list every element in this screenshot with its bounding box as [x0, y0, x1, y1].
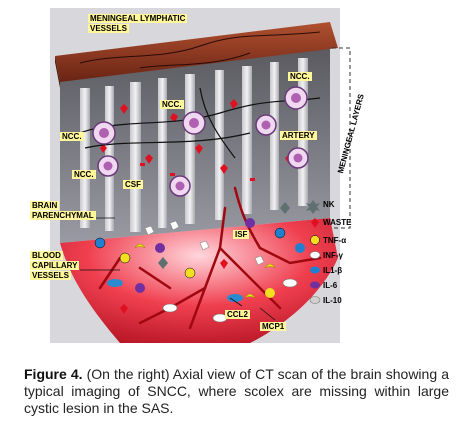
label-ccl2: CCL2 [225, 310, 250, 319]
label-ncc-center: NCC. [160, 100, 184, 109]
legend-item-il1-beta: IL1-β [323, 266, 342, 275]
blood-vessel-tree [98, 186, 322, 330]
legend-item-waste: WASTE [323, 218, 351, 227]
legend-label-tnf-alpha: TNF-α [323, 236, 347, 245]
dura-mater-top [55, 22, 338, 82]
label-capillary: CAPILLARY [30, 261, 80, 270]
label-mcp1: MCP1 [260, 322, 287, 331]
caption-text: (On the right) Axial view of CT scan of … [24, 366, 449, 416]
legend-item-nk: NK [323, 200, 335, 209]
nk-cell-icon [306, 200, 320, 214]
figure-caption: Figure 4. (On the right) Axial view of C… [24, 366, 449, 417]
meninges-diagram [50, 8, 351, 343]
figure-illustration: MENINGEAL LYMPHATIC VESSELS NCC. NCC. NC… [20, 8, 450, 348]
label-blood: BLOOD [30, 251, 63, 260]
caption-label: Figure 4. [24, 366, 83, 382]
legend-label-inf-gamma: INF-γ [323, 251, 343, 260]
label-ncc-lower-left: NCC. [72, 170, 96, 179]
legend-icons [306, 200, 321, 304]
il1-beta-icon [310, 266, 320, 274]
ncc-cysts [92, 86, 309, 197]
il6-icon [310, 281, 320, 289]
legend-label-il1-beta: IL1-β [323, 266, 343, 275]
waste-icon [311, 218, 319, 228]
legend-label-il10: IL-10 [323, 296, 342, 305]
label-parenchymal: PARENCHYMAL [30, 211, 96, 220]
legend-item-tnf-alpha: TNF-α [323, 236, 346, 245]
label-lymphatic-vessels: VESSELS [88, 24, 129, 33]
legend-item-il6: IL-6 [323, 281, 337, 290]
label-meningeal-lymphatic: MENINGEAL LYMPHATIC [88, 14, 188, 23]
label-isf: ISF [233, 230, 250, 239]
immune-cells [94, 202, 305, 323]
label-blood-vessels: VESSELS [30, 271, 71, 280]
brain-parenchyma [60, 218, 338, 343]
meningeal-layers-bracket [332, 47, 351, 229]
label-csf: CSF [123, 180, 143, 189]
label-artery: ARTERY [280, 131, 317, 140]
legend-item-il10: IL-10 [323, 296, 342, 305]
inf-gamma-icon [309, 251, 321, 259]
label-ncc-left: NCC. [60, 132, 84, 141]
label-brain: BRAIN [30, 201, 60, 210]
legend-label-il6: IL-6 [323, 281, 338, 290]
legend-label-waste: WASTE [323, 218, 352, 227]
label-ncc-top-right: NCC. [288, 72, 312, 81]
il10-icon [309, 296, 321, 304]
tnf-alpha-icon [310, 235, 320, 245]
legend-label-nk: NK [323, 200, 335, 209]
legend-item-inf-gamma: INF-γ [323, 251, 343, 260]
lymphatic-vessel-lines [79, 31, 321, 69]
